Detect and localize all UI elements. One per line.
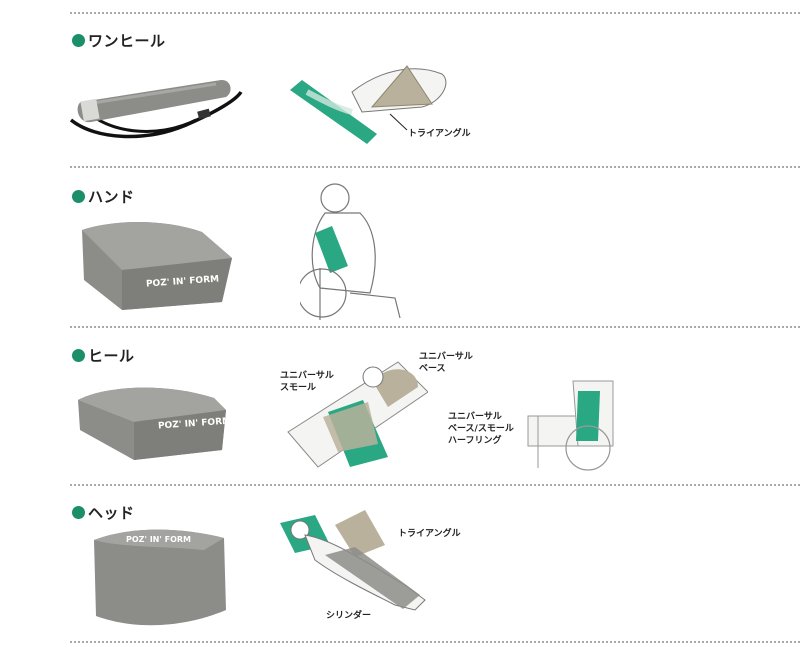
section-title-text: ヘッド xyxy=(88,504,135,522)
one-heel-cushion-image xyxy=(69,79,243,139)
hand-cushion-image xyxy=(82,222,232,310)
section-title-hand: ハンド xyxy=(72,186,135,207)
head-cushion-image xyxy=(94,529,226,626)
separator xyxy=(70,484,800,486)
callout-triangle: トライアングル xyxy=(408,129,471,139)
separator xyxy=(70,326,800,328)
section-title-text: ハンド xyxy=(88,188,135,206)
separator xyxy=(70,641,800,643)
section-title-head: ヘッド xyxy=(72,502,135,523)
product-label: POZ' IN' FORM xyxy=(126,535,191,544)
callout-universal-small: ユニバーサル スモール xyxy=(280,371,334,393)
callout-universal-base-small-halfring: ユニバーサル ベース/スモール ハーフリング xyxy=(448,412,514,446)
heel-cushion-image xyxy=(78,387,226,460)
callout-cylinder: シリンダー xyxy=(326,611,372,621)
heel-usage-illustration-wheelchair xyxy=(527,380,614,471)
bullet-dot-icon xyxy=(72,506,85,519)
hand-usage-illustration xyxy=(300,183,401,320)
section-title-text: ワンヒール xyxy=(88,32,166,50)
bullet-dot-icon xyxy=(72,34,85,47)
bullet-dot-icon xyxy=(72,349,85,362)
callout-triangle: トライアングル xyxy=(398,529,461,539)
callout-universal-base: ユニバーサル ベース xyxy=(419,352,473,374)
bullet-dot-icon xyxy=(72,190,85,203)
section-title-text: ヒール xyxy=(88,347,135,365)
head-usage-illustration xyxy=(280,510,426,611)
separator xyxy=(70,12,800,14)
one-heel-usage-illustration xyxy=(290,65,447,144)
heel-usage-illustration-lying xyxy=(287,361,428,468)
separator xyxy=(70,166,800,168)
section-title-heel: ヒール xyxy=(72,345,135,366)
section-title-one-heel: ワンヒール xyxy=(72,30,166,51)
